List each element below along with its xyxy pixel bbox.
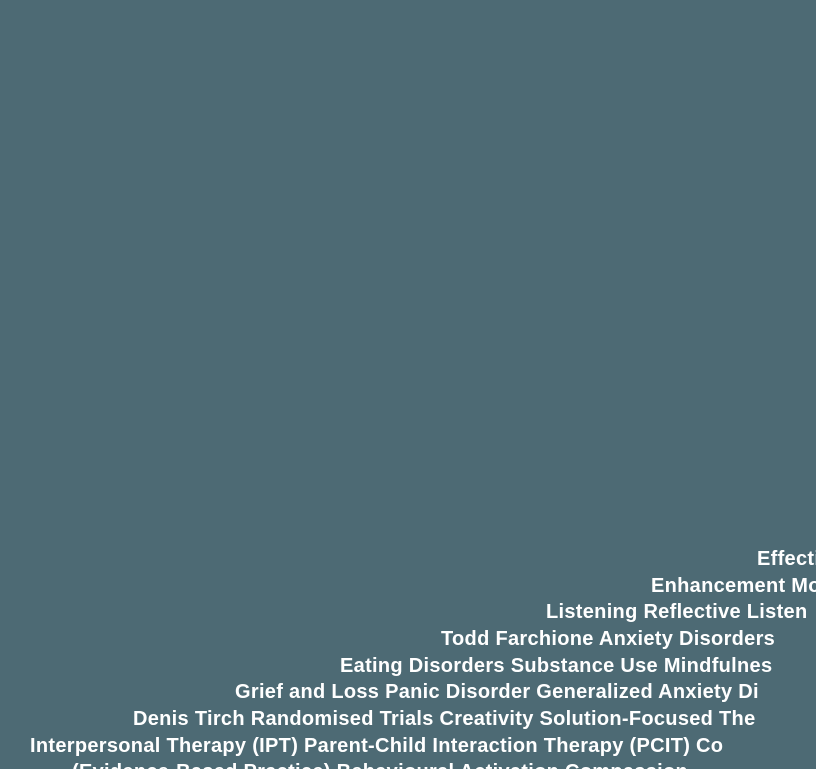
tag-cloud-line: Grief and Loss Panic Disorder Generalize… — [235, 681, 759, 703]
tag-cloud-line: Enhancement Mo — [651, 575, 816, 597]
tag-cloud-line: Eating Disorders Substance Use Mindfulne… — [340, 655, 773, 677]
tag-cloud-line: Denis Tirch Randomised Trials Creativity… — [133, 708, 756, 730]
tag-cloud-line: Listening Reflective Listen — [546, 601, 808, 623]
tag-cloud-line: Interpersonal Therapy (IPT) Parent-Child… — [30, 735, 724, 757]
tag-cloud-line-partial: (Evidence-Based Practice) Behavioural Ac… — [72, 762, 688, 769]
tag-cloud-line: Effectiv — [757, 548, 816, 570]
tag-cloud-line: Todd Farchione Anxiety Disorders — [441, 628, 776, 650]
